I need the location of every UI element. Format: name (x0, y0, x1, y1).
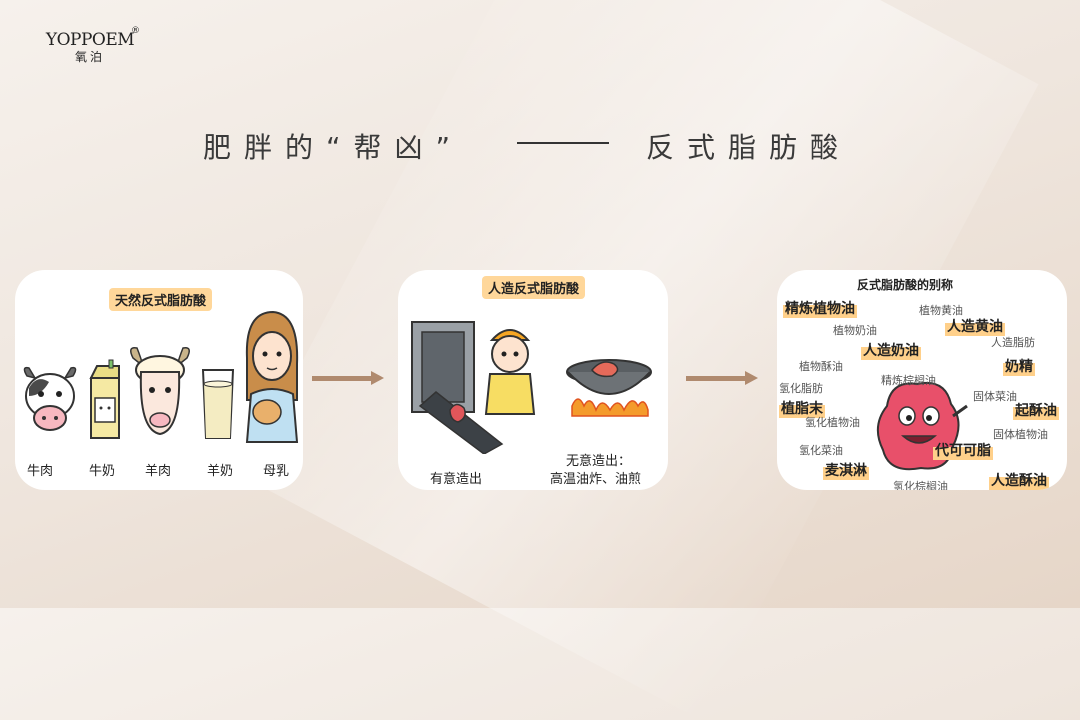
alias-word: 固体植物油 (993, 428, 1048, 441)
logo-chinese-text: 氧泊 (74, 50, 105, 64)
alias-word: 人造奶油 (861, 340, 921, 360)
frying-wok-illustration (566, 359, 652, 417)
cow-illustration (23, 366, 77, 431)
alias-word: 麦淇淋 (823, 460, 869, 480)
registered-mark: ® (131, 26, 140, 36)
alias-word: 氢化脂肪 (779, 382, 823, 395)
alias-word: 植物酥油 (799, 360, 843, 373)
label-breast-milk: 母乳 (263, 464, 290, 479)
alias-word: 氢化菜油 (799, 444, 843, 457)
alias-word: 氢化棕榈油 (893, 480, 948, 490)
label-intentional: 有意造出 (430, 472, 483, 487)
card-trans-fat-aliases: 反式脂肪酸的别称 精炼植物油 植物黄油 植物奶油 人造黄油 人造脂肪 人造奶油 … (777, 270, 1067, 490)
alias-word: 代可可脂 (933, 440, 993, 460)
alias-word: 奶精 (1003, 356, 1035, 376)
label-beef: 牛肉 (27, 464, 54, 479)
factory-machine-illustration (411, 321, 536, 454)
card-title: 反式脂肪酸的别称 (857, 278, 954, 292)
alias-word: 人造酥油 (989, 470, 1049, 490)
sheep-illustration (130, 346, 190, 436)
alias-word: 人造脂肪 (991, 336, 1035, 349)
milk-carton-illustration (89, 359, 120, 439)
label-goat-milk: 羊奶 (207, 464, 234, 479)
milk-glass-illustration (201, 369, 235, 439)
card-artificial-trans-fat: 人造反式脂肪酸 有意造出 无意造出： 高温油炸、油煎 (398, 270, 668, 490)
label-unintentional: 无意造出： (566, 454, 632, 469)
alias-word: 氢化植物油 (805, 416, 860, 429)
alias-word: 植物黄油 (919, 304, 963, 317)
alias-word: 固体菜油 (973, 390, 1017, 403)
card-natural-trans-fat: 天然反式脂肪酸 牛肉 牛奶 (15, 270, 303, 490)
arrow-right-icon (686, 371, 758, 385)
mother-illustration (245, 310, 299, 443)
title-dash (517, 142, 609, 144)
label-cow-milk: 牛奶 (89, 464, 116, 479)
fat-monster-illustration (876, 382, 968, 471)
logo-brand-text: YOPPOEM (45, 30, 135, 50)
label-high-temp-frying: 高温油炸、油煎 (550, 472, 642, 487)
page-title: 肥胖的“帮凶” 反式脂肪酸 (0, 126, 1080, 166)
alias-word: 植物奶油 (833, 324, 877, 337)
alias-word: 精炼棕榈油 (881, 374, 936, 387)
card-title: 人造反式脂肪酸 (482, 276, 586, 299)
alias-word: 植脂末 (779, 398, 825, 418)
brand-logo: YOPPOEM ® 氧泊 (30, 26, 150, 65)
arrow-right-icon (312, 371, 384, 385)
label-mutton: 羊肉 (145, 464, 172, 479)
card-title: 天然反式脂肪酸 (109, 288, 213, 311)
alias-word: 人造黄油 (945, 316, 1005, 336)
alias-word: 起酥油 (1013, 400, 1059, 420)
title-right: 反式脂肪酸 (646, 131, 852, 164)
alias-word: 精炼植物油 (783, 298, 857, 318)
title-left: 肥胖的“帮凶” (203, 131, 464, 164)
